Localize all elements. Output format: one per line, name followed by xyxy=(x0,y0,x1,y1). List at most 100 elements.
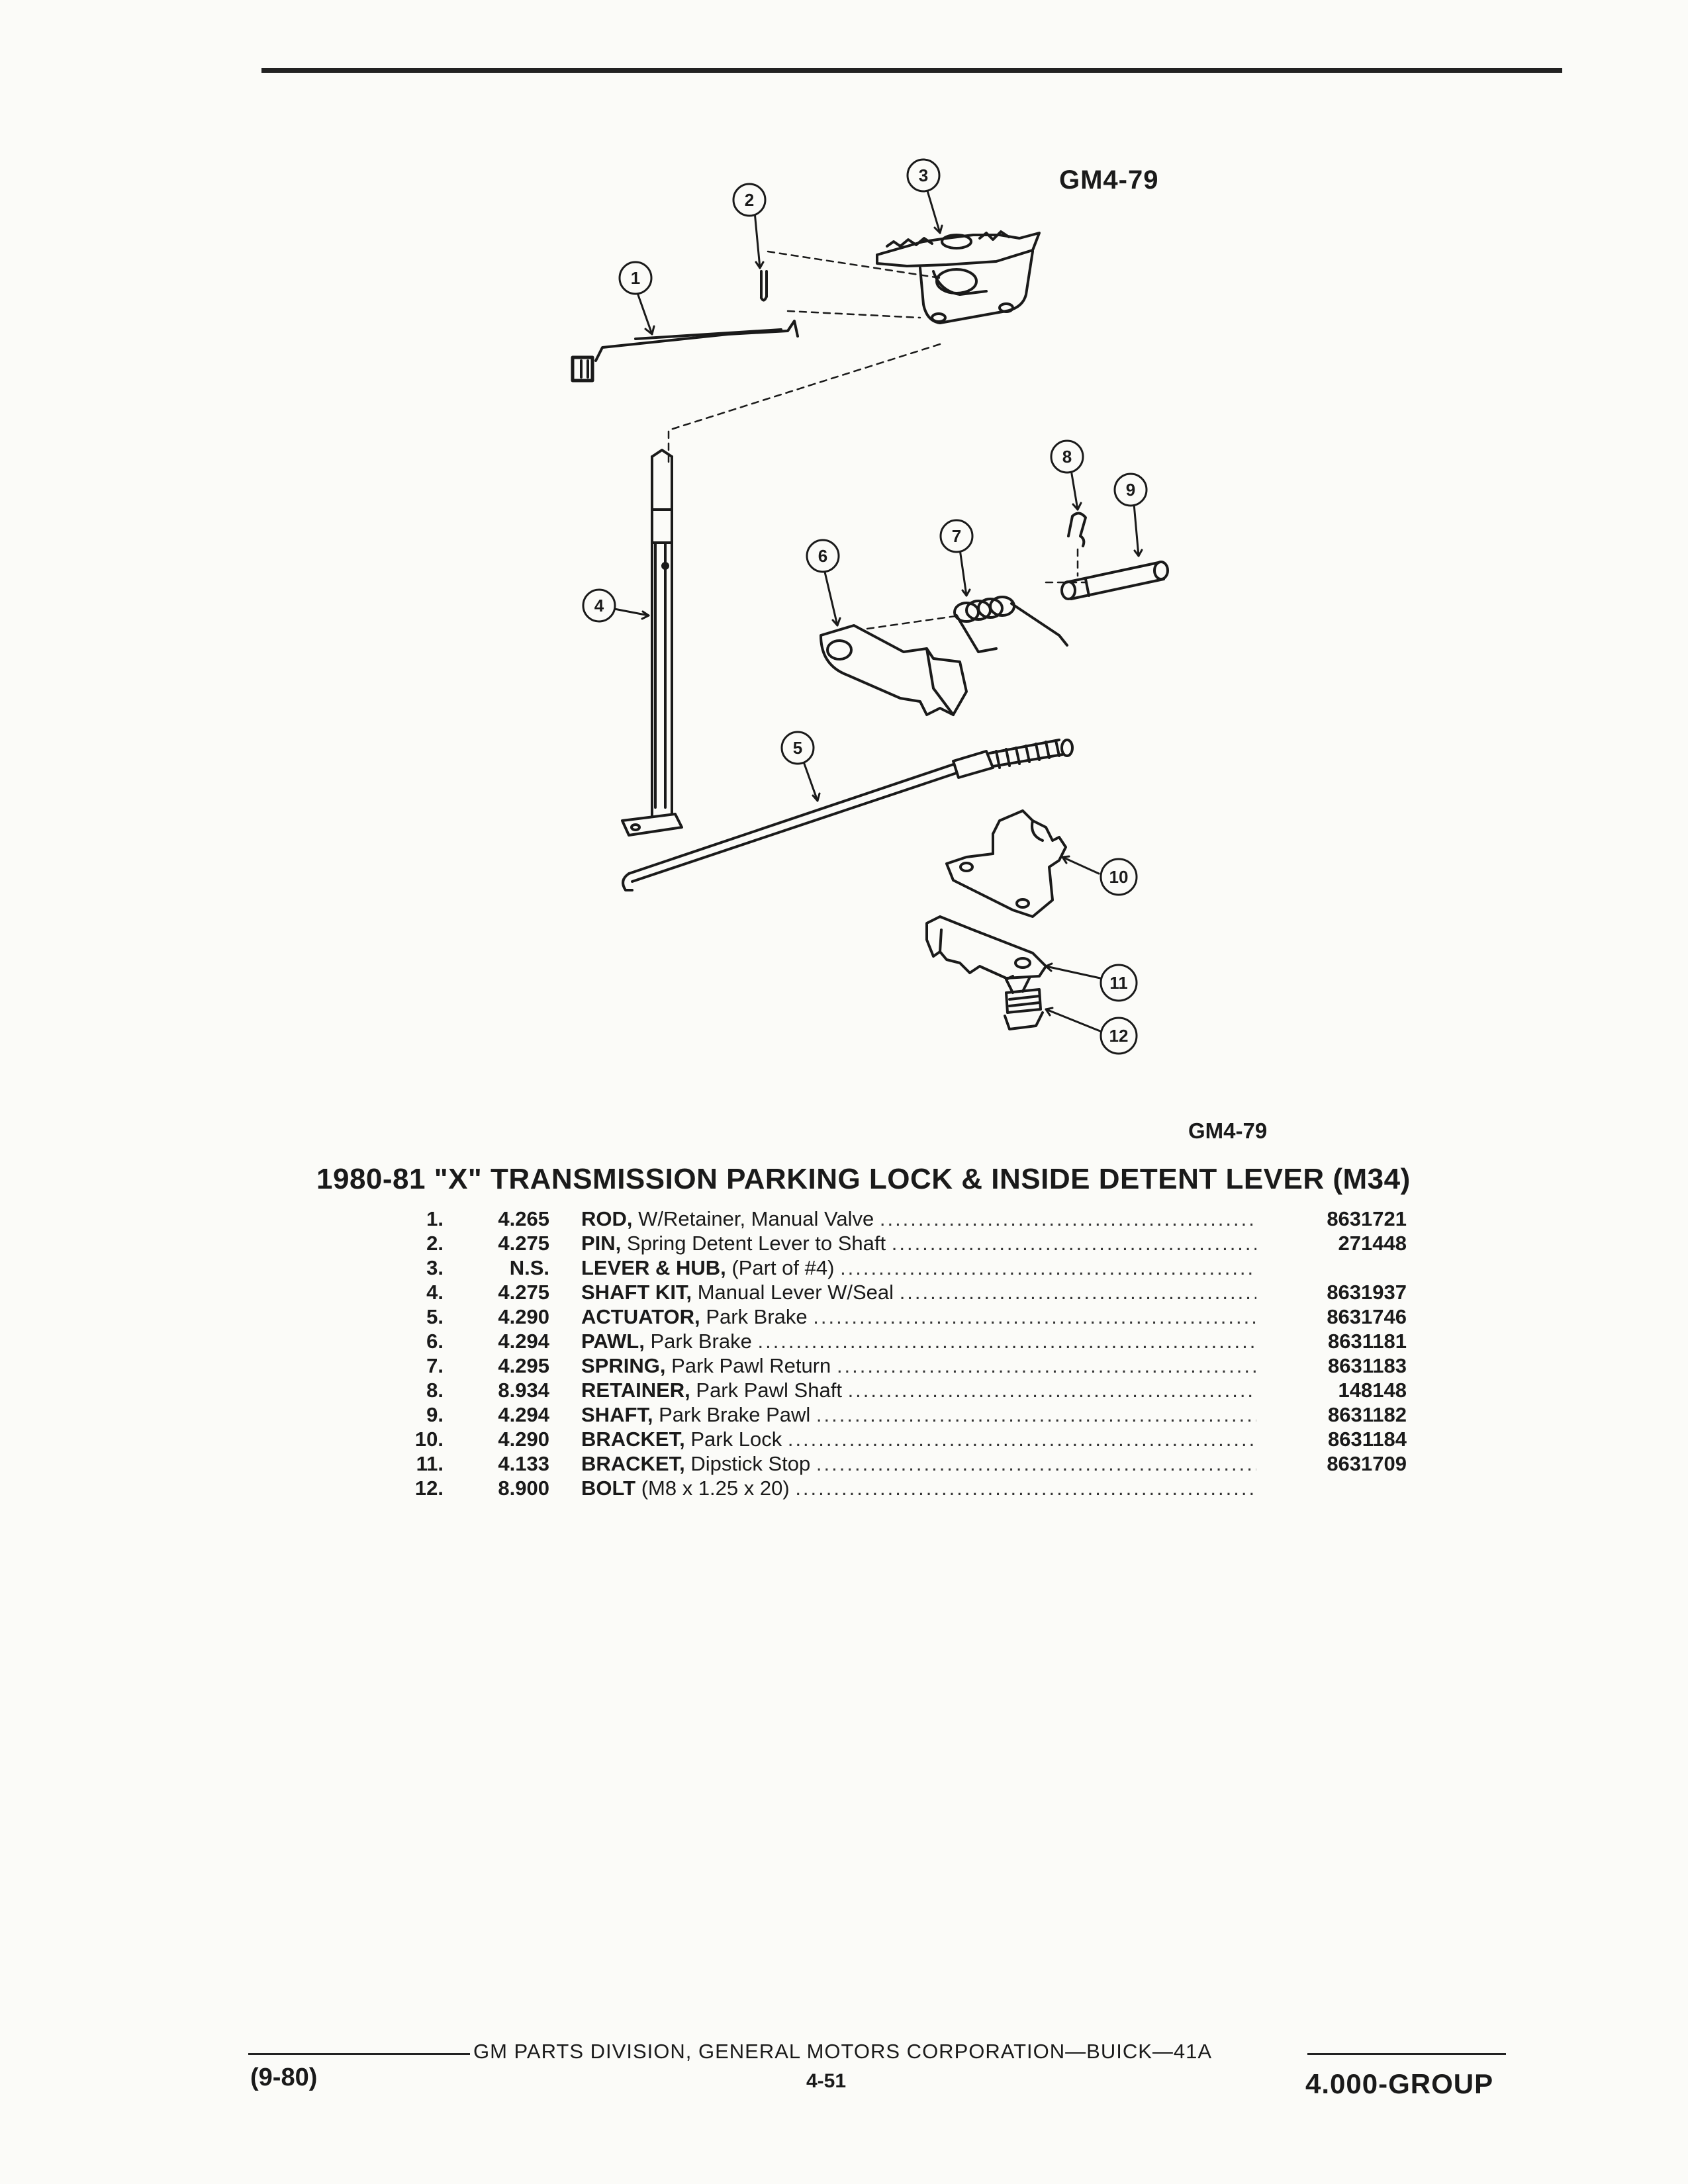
footer-rule-left xyxy=(248,2053,470,2055)
group-number: 4.133 xyxy=(498,1452,549,1475)
group-number: 8.934 xyxy=(498,1379,549,1402)
parts-diagram: 1 2 3 4 5 6 7 8 9 10 11 12 xyxy=(571,158,1169,1055)
group-number: 4.294 xyxy=(498,1403,549,1426)
part-name: ROD, xyxy=(581,1207,633,1230)
svg-text:8: 8 xyxy=(1062,447,1072,467)
part-description: BRACKET, Park Lock .....................… xyxy=(581,1428,1256,1451)
item-number: 6. xyxy=(426,1330,444,1353)
group-number: N.S. xyxy=(509,1256,549,1279)
group-number: 8.900 xyxy=(498,1477,549,1500)
dot-leader: ........................................… xyxy=(816,1452,1256,1475)
callout-9: 9 xyxy=(1113,473,1148,507)
part-8-retainer xyxy=(1067,512,1087,547)
callout-3: 3 xyxy=(906,158,941,193)
callout-5: 5 xyxy=(780,731,815,765)
part-name: RETAINER, xyxy=(581,1379,690,1402)
svg-text:9: 9 xyxy=(1126,480,1135,500)
dot-leader: ........................................… xyxy=(836,1354,1256,1377)
part-description: ROD, W/Retainer, Manual Valve ..........… xyxy=(581,1207,1256,1231)
part-6-pawl xyxy=(820,624,968,716)
part-description: SPRING, Park Pawl Return ...............… xyxy=(581,1354,1256,1378)
part-description: ACTUATOR, Park Brake ...................… xyxy=(581,1305,1256,1329)
figure-code-top: GM4-79 xyxy=(1059,165,1159,195)
svg-text:4: 4 xyxy=(594,596,604,615)
callout-11: 11 xyxy=(1100,964,1138,1002)
part-detail: Park Pawl Return xyxy=(671,1354,831,1377)
dot-leader: ........................................… xyxy=(795,1477,1256,1500)
part-number: 8631183 xyxy=(1328,1354,1407,1377)
item-number: 10. xyxy=(414,1428,444,1451)
dot-leader: ........................................… xyxy=(816,1403,1256,1426)
part-detail: Park Brake Pawl xyxy=(659,1403,811,1426)
group-number: 4.275 xyxy=(498,1281,549,1304)
svg-text:12: 12 xyxy=(1109,1026,1129,1046)
svg-text:2: 2 xyxy=(745,190,754,210)
callout-7: 7 xyxy=(939,519,974,553)
callout-8: 8 xyxy=(1050,439,1084,474)
part-row: 3.N.S.LEVER & HUB, (Part of #4) ........… xyxy=(371,1256,1403,1281)
part-name: ACTUATOR, xyxy=(581,1305,700,1328)
part-name: SHAFT KIT, xyxy=(581,1281,692,1304)
part-4-shaft xyxy=(621,449,683,837)
part-number: 8631184 xyxy=(1328,1428,1407,1451)
part-number: 8631182 xyxy=(1328,1403,1407,1426)
part-2-pin xyxy=(760,270,768,302)
part-description: SHAFT, Park Brake Pawl .................… xyxy=(581,1403,1256,1427)
page-title: 1980-81 "X" TRANSMISSION PARKING LOCK & … xyxy=(316,1163,1411,1195)
item-number: 8. xyxy=(426,1379,444,1402)
part-detail: Park Brake xyxy=(650,1330,752,1353)
svg-text:11: 11 xyxy=(1109,973,1128,993)
part-number: 8631181 xyxy=(1328,1330,1407,1353)
svg-text:5: 5 xyxy=(793,738,802,758)
part-number: 8631721 xyxy=(1327,1207,1407,1230)
part-detail: Spring Detent Lever to Shaft xyxy=(626,1232,886,1255)
part-name: PIN, xyxy=(581,1232,622,1255)
group-number: 4.290 xyxy=(498,1428,549,1451)
part-detail: (Part of #4) xyxy=(731,1256,835,1279)
dot-leader: ........................................… xyxy=(847,1379,1256,1402)
part-row: 1. 4.265 ROD, W/Retainer, Manual Valve ...… xyxy=(371,1207,1407,1232)
footer-division: GM PARTS DIVISION, GENERAL MOTORS CORPOR… xyxy=(473,2040,1213,2063)
part-9-shaft xyxy=(1060,561,1169,600)
part-name: BOLT xyxy=(581,1477,636,1500)
item-number: 7. xyxy=(426,1354,444,1377)
part-row: 5. 4.290 ACTUATOR, Park Brake ............… xyxy=(371,1305,1407,1330)
part-detail: Park Pawl Shaft xyxy=(696,1379,842,1402)
item-number: 3. xyxy=(426,1256,444,1279)
part-detail: (M8 x 1.25 x 20) xyxy=(641,1477,790,1500)
footer-date: (9-80) xyxy=(250,2064,318,2091)
part-detail: Park Lock xyxy=(690,1428,782,1451)
callout-12: 12 xyxy=(1100,1017,1138,1055)
top-rule xyxy=(261,68,1562,73)
item-number: 2. xyxy=(426,1232,444,1255)
part-number: 8631937 xyxy=(1327,1281,1407,1304)
item-number: 1. xyxy=(426,1207,444,1230)
part-number: 8631746 xyxy=(1327,1305,1407,1328)
item-number: 5. xyxy=(426,1305,444,1328)
svg-text:7: 7 xyxy=(952,526,961,546)
part-description: BRACKET, Dipstick Stop .................… xyxy=(581,1452,1256,1476)
callout-6: 6 xyxy=(806,539,840,573)
group-number: 4.290 xyxy=(498,1305,549,1328)
part-name: PAWL, xyxy=(581,1330,645,1353)
part-name: BRACKET, xyxy=(581,1428,685,1451)
figure-code-bottom: GM4-79 xyxy=(1188,1118,1268,1143)
item-number: 12. xyxy=(414,1477,444,1500)
part-number: 148148 xyxy=(1338,1379,1407,1402)
group-number: 4.295 xyxy=(498,1354,549,1377)
group-number: 4.265 xyxy=(498,1207,549,1230)
part-11-bracket xyxy=(925,915,1047,979)
leader-lines xyxy=(613,187,1143,1032)
part-description: RETAINER, Park Pawl Shaft ..............… xyxy=(581,1379,1256,1402)
svg-text:6: 6 xyxy=(818,546,827,566)
part-number: 271448 xyxy=(1338,1232,1407,1255)
svg-text:1: 1 xyxy=(631,268,640,288)
part-detail: W/Retainer, Manual Valve xyxy=(638,1207,874,1230)
page-number: 4-51 xyxy=(806,2070,847,2092)
part-7-spring xyxy=(953,596,1068,653)
dot-leader: ........................................… xyxy=(787,1428,1256,1451)
